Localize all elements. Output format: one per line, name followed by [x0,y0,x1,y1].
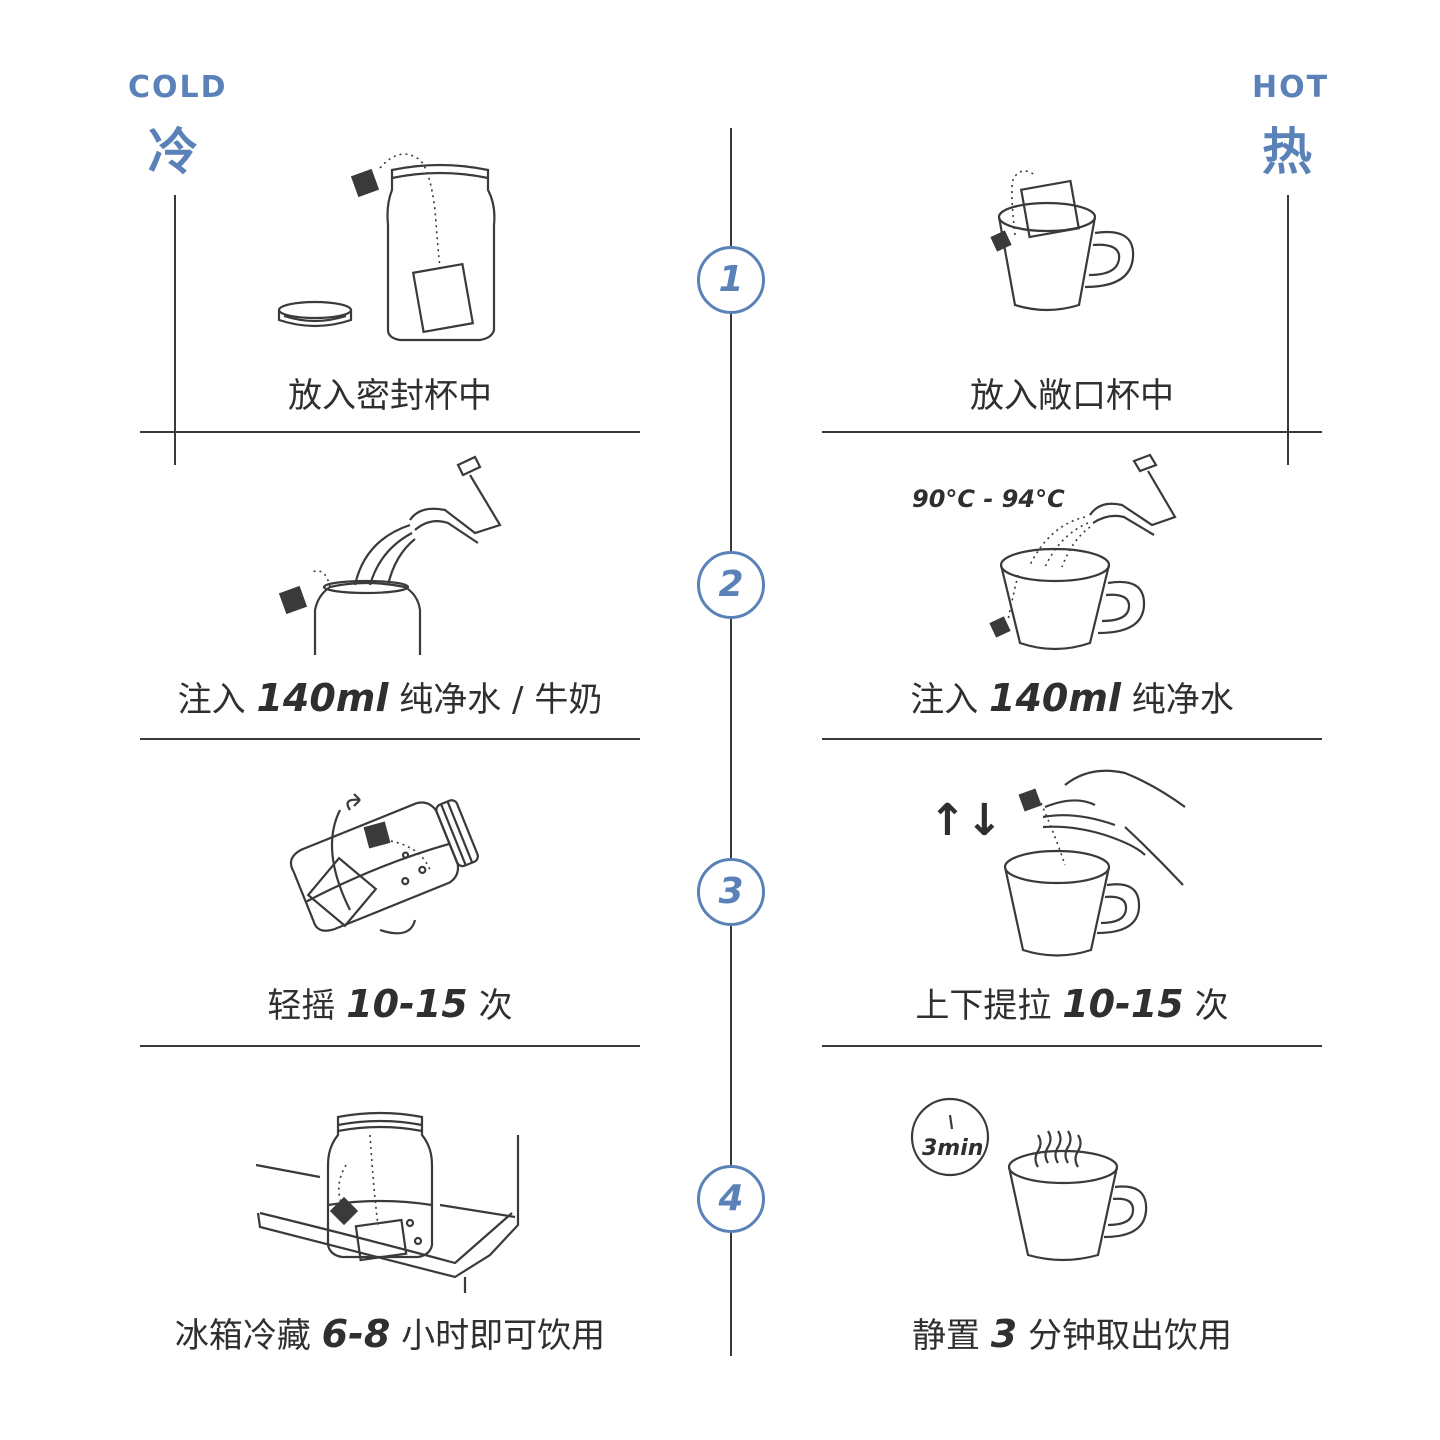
hot-step-2-post: 纯净水 [1121,680,1234,720]
cold-step-2-post: 纯净水 / 牛奶 [388,680,602,720]
cold-step-4-post: 小时即可饮用 [390,1316,605,1356]
cold-step-2-caption: 注入 140ml 纯净水 / 牛奶 [70,672,710,721]
timer-label: 3min [922,1136,983,1161]
hot-step-1-caption: 放入敞口杯中 [752,368,1392,417]
cold-step-4-hours: 6-8 [322,1312,391,1356]
step-1-badge: 1 [697,246,765,314]
cold-row-divider-3 [140,1045,640,1047]
cold-step-1-caption: 放入密封杯中 [70,368,710,417]
step-2-badge: 2 [697,551,765,619]
hot-row-divider-2 [822,738,1322,740]
step-4-badge: 4 [697,1165,765,1233]
kettle-pouring-into-mug-icon: 90°C - 94°C [900,455,1190,665]
cold-step-3-caption: 轻摇 10-15 次 [70,978,710,1027]
cold-step-4-caption: 冰箱冷藏 6-8 小时即可饮用 [70,1308,710,1357]
up-down-arrows: ↑↓ [929,795,1003,846]
cold-row-divider-1 [140,431,640,433]
hot-step-4-minutes: 3 [991,1312,1017,1356]
hot-step-2-amount: 140ml [989,676,1121,720]
temperature-label: 90°C - 94°C [912,485,1065,513]
steaming-mug-icon: 3min [908,1095,1148,1270]
mug-with-teabag-icon [985,165,1145,315]
hot-step-4-post: 分钟取出饮用 [1017,1316,1232,1356]
hot-step-2-caption: 注入 140ml 纯净水 [752,672,1392,721]
kettle-pouring-into-jar-icon [270,455,510,660]
hot-title-zh: 热 [1262,112,1312,184]
hot-step-3-pre: 上下提拉 [915,986,1062,1026]
hot-step-4-caption: 静置 3 分钟取出饮用 [752,1308,1392,1357]
jar-in-fridge-icon [250,1105,530,1300]
cold-step-3-pre: 轻摇 [267,986,346,1026]
hot-step-3-count: 10-15 [1062,982,1184,1026]
cold-step-3-count: 10-15 [346,982,468,1026]
cold-side-line [174,195,176,465]
hot-step-3-caption: 上下提拉 10-15 次 [752,978,1392,1027]
hot-step-2-pre: 注入 [910,680,989,720]
cold-step-2-pre: 注入 [178,680,257,720]
shaking-jar-icon [280,790,500,950]
step-3-badge: 3 [697,858,765,926]
hot-row-divider-1 [822,431,1322,433]
hot-side-line [1287,195,1289,465]
hot-title-en: HOT [1252,70,1329,105]
hot-row-divider-3 [822,1045,1322,1047]
cold-title-en: COLD [128,70,228,105]
cold-title-zh: 冷 [148,112,198,184]
cold-step-2-amount: 140ml [256,676,388,720]
hot-step-4-pre: 静置 [912,1316,991,1356]
cold-row-divider-2 [140,738,640,740]
cold-step-4-pre: 冰箱冷藏 [175,1316,322,1356]
cold-step-3-post: 次 [468,986,513,1026]
jar-with-teabag-icon [270,150,510,350]
hot-step-3-post: 次 [1184,986,1229,1026]
hand-dipping-teabag-icon: ↑↓ [925,765,1190,965]
